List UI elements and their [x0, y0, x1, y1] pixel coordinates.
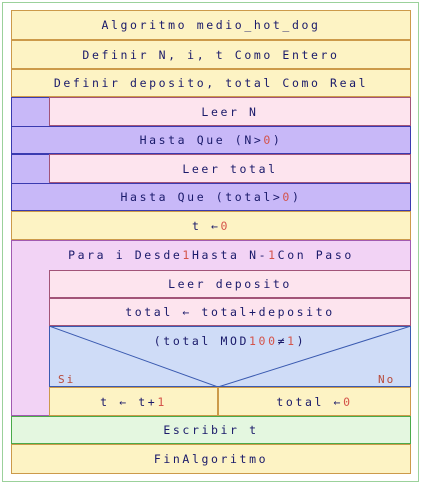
if-condition: (total MOD 100≠1) — [153, 334, 307, 348]
repeat-until-n: Hasta Que (N>0) — [11, 126, 411, 154]
repeat-until-total: Hasta Que (total>0) — [11, 183, 411, 211]
end-algorithm: FinAlgoritmo — [11, 444, 411, 474]
sum-total: total ← total+deposito — [49, 298, 411, 326]
define-integers: Definir N, i, t Como Entero — [11, 40, 411, 69]
read-deposito: Leer deposito — [49, 270, 411, 298]
algorithm-title: Algoritmo medio_hot_dog — [11, 10, 411, 40]
define-reals: Definir deposito, total Como Real — [11, 69, 411, 97]
diagram-frame — [2, 2, 419, 482]
write-t: Escribir t — [11, 416, 411, 444]
if-no-action: total ← 0 — [218, 387, 411, 416]
if-yes-label: Si — [58, 373, 76, 386]
read-n: Leer N — [49, 97, 411, 126]
for-header: Para i Desde 1 Hasta N-1 Con Paso — [68, 248, 354, 262]
assign-t-zero: t ← 0 — [11, 211, 411, 240]
if-yes-action: t ← t+1 — [49, 387, 218, 416]
read-total: Leer total — [49, 154, 411, 183]
if-block — [49, 326, 411, 387]
if-triangle — [49, 326, 411, 387]
if-no-label: No — [378, 373, 396, 386]
